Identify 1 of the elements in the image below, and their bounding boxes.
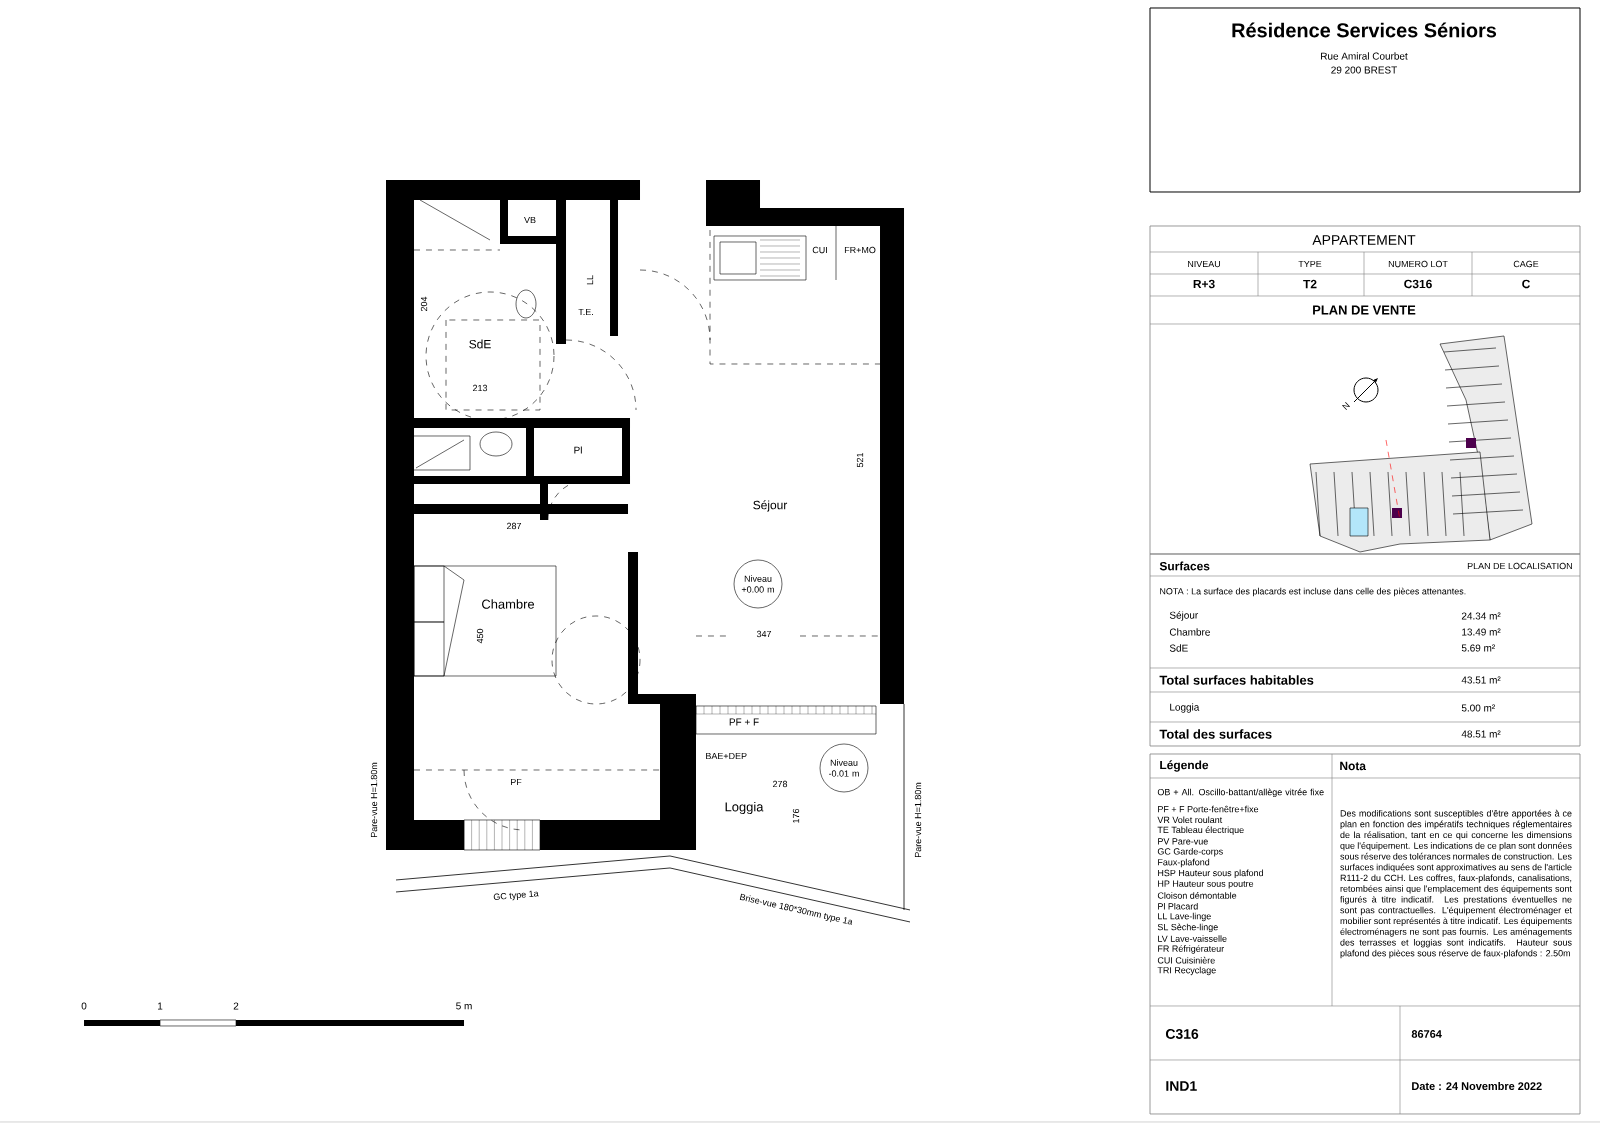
title: Résidence Services Séniors bbox=[1232, 22, 1497, 38]
